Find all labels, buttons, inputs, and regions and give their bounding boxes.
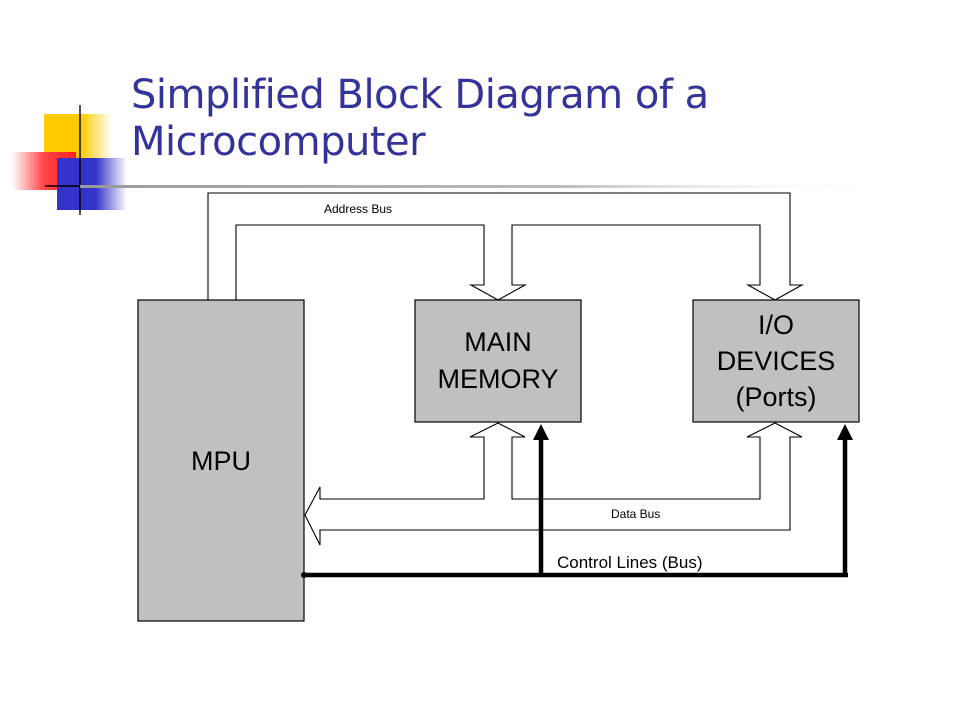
memory-label-line-2: MEMORY xyxy=(437,364,558,394)
io-devices-block xyxy=(692,299,860,423)
io-label-line-3: (Ports) xyxy=(736,382,817,412)
io-label-line-2: DEVICES xyxy=(717,346,836,376)
data-bus-arrow xyxy=(304,422,803,546)
logo-blue-square xyxy=(57,158,127,210)
memory-label-line-1: MAIN xyxy=(464,327,532,357)
control-lines xyxy=(301,424,853,578)
slide-title: Simplified Block Diagram of a Microcompu… xyxy=(131,72,911,166)
main-memory-block xyxy=(414,299,582,423)
decorative-logo-icon xyxy=(12,105,140,215)
title-line-1: Simplified Block Diagram of a xyxy=(131,72,709,118)
title-line-2: Microcomputer xyxy=(131,119,426,165)
io-label-line-1: I/O xyxy=(758,310,794,340)
mpu-label: MPU xyxy=(191,446,251,476)
mpu-block xyxy=(137,299,305,622)
address-bus-label: Address Bus xyxy=(324,202,392,216)
address-bus-outer-arrow xyxy=(207,192,805,301)
title-rule xyxy=(80,185,880,188)
control-arrowhead-memory xyxy=(533,424,549,440)
control-lines-label: Control Lines (Bus) xyxy=(557,553,703,572)
data-bus-label: Data Bus xyxy=(611,507,660,521)
control-line-origin-dot xyxy=(301,572,307,578)
control-arrowhead-io xyxy=(837,424,853,440)
logo-yellow-square xyxy=(44,114,112,158)
